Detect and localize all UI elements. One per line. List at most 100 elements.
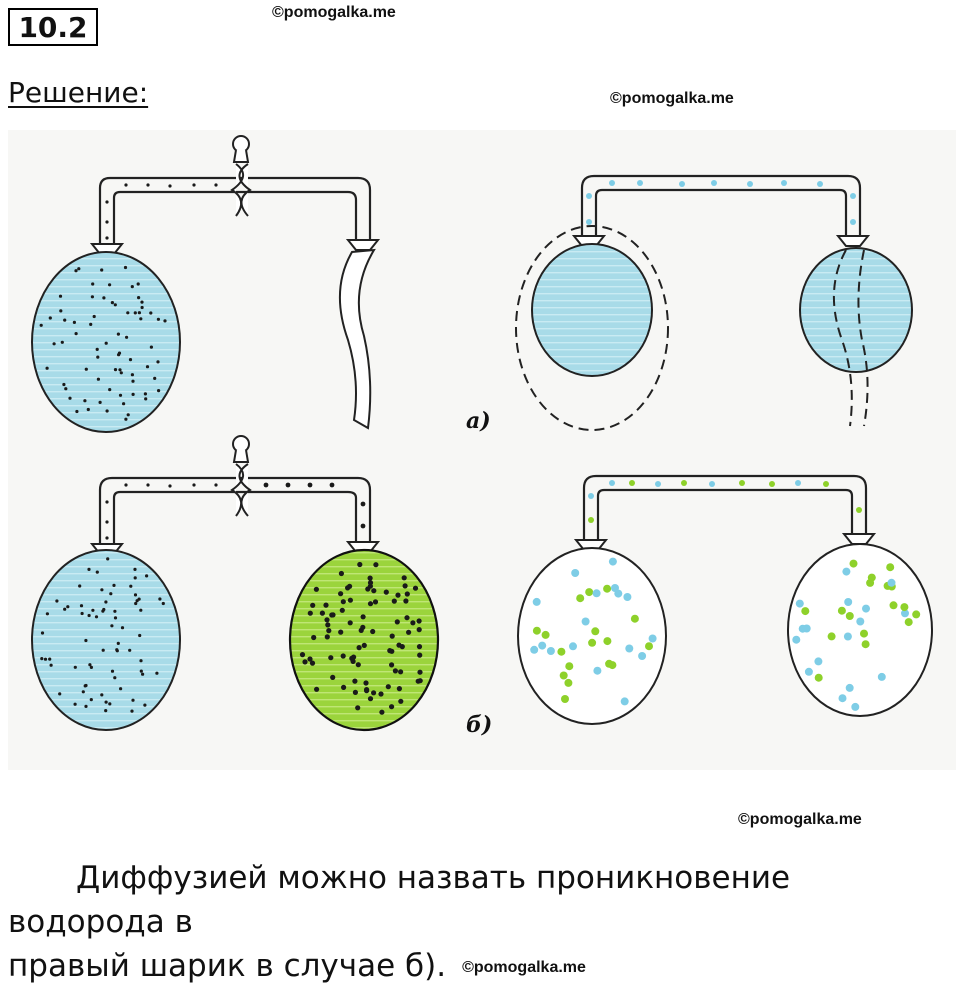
tube-particles xyxy=(588,480,862,523)
particle xyxy=(134,601,138,606)
particle xyxy=(91,282,95,286)
particle xyxy=(889,601,898,610)
particle xyxy=(608,557,617,566)
particle xyxy=(801,607,810,616)
particle xyxy=(58,692,62,696)
particle xyxy=(40,657,44,661)
balloon-air xyxy=(288,548,440,732)
particle xyxy=(385,684,391,690)
particle xyxy=(904,618,913,627)
particle xyxy=(532,597,541,606)
particle xyxy=(45,612,50,616)
particle xyxy=(161,601,165,606)
tube-dots-dark xyxy=(105,482,366,540)
particle xyxy=(145,365,150,369)
particle xyxy=(398,698,404,704)
particle xyxy=(63,318,67,322)
tube-outer xyxy=(580,174,862,238)
particle xyxy=(299,652,306,658)
particle xyxy=(60,340,64,344)
particle xyxy=(842,567,851,576)
particle xyxy=(314,686,320,692)
particle xyxy=(532,626,541,635)
particle xyxy=(795,599,804,608)
balloon-right-inflated xyxy=(799,247,913,373)
particle xyxy=(113,616,118,620)
balloon-hydrogen xyxy=(31,549,181,731)
particle xyxy=(112,583,116,587)
balloon-dots xyxy=(40,557,165,713)
particle xyxy=(367,575,373,581)
particle xyxy=(140,300,144,304)
particle xyxy=(389,662,395,668)
particle xyxy=(364,688,370,694)
diffusion-figure: а) xyxy=(8,130,956,770)
particle xyxy=(576,594,585,603)
particle xyxy=(324,617,330,623)
particle xyxy=(347,583,353,589)
particle xyxy=(140,305,144,310)
particle xyxy=(88,663,92,667)
particle xyxy=(887,578,896,587)
particle xyxy=(52,342,56,346)
particle xyxy=(128,648,132,652)
particle xyxy=(396,686,402,692)
particle xyxy=(84,367,88,371)
particle xyxy=(55,599,59,603)
particle xyxy=(398,669,404,675)
particle xyxy=(40,631,45,635)
particle xyxy=(124,417,128,421)
particle xyxy=(417,669,423,675)
balloon-right-previous-outline xyxy=(833,249,869,427)
balloon-previous-outline xyxy=(515,225,669,431)
particle xyxy=(325,622,331,628)
particle xyxy=(309,660,316,666)
particle xyxy=(130,373,134,377)
particle xyxy=(592,589,601,598)
balloon-empty xyxy=(339,248,376,430)
particle xyxy=(137,597,141,601)
particle xyxy=(80,611,84,616)
particle xyxy=(645,642,653,651)
particle xyxy=(319,610,325,616)
particle xyxy=(860,629,868,638)
particle xyxy=(581,617,590,626)
particle xyxy=(350,658,356,665)
particle xyxy=(330,612,336,618)
watermark-heading-right: ©pomogalka.me xyxy=(610,90,734,107)
particle xyxy=(72,320,76,324)
particle xyxy=(106,557,110,561)
particle xyxy=(338,570,344,577)
particle xyxy=(48,316,52,320)
particle xyxy=(122,402,126,406)
particle xyxy=(109,592,113,596)
particle xyxy=(856,617,865,626)
particle xyxy=(862,604,870,613)
particle xyxy=(340,653,346,659)
particle xyxy=(157,389,161,393)
particle xyxy=(625,644,634,653)
particle xyxy=(66,605,70,609)
particle xyxy=(798,624,807,633)
particle xyxy=(648,634,657,643)
particle xyxy=(302,659,308,665)
particle xyxy=(313,586,319,592)
particle xyxy=(108,388,112,392)
particle xyxy=(827,632,836,641)
particle xyxy=(120,626,125,630)
particle xyxy=(74,332,78,336)
balloon-mixed-right xyxy=(787,543,933,717)
particle xyxy=(73,702,77,706)
particle xyxy=(311,634,317,641)
particle xyxy=(126,413,130,417)
label-b: б) xyxy=(466,712,492,738)
particle xyxy=(139,317,143,321)
panel-a-left xyxy=(31,135,381,433)
particle xyxy=(116,332,120,336)
particle xyxy=(90,295,94,299)
particle xyxy=(92,314,96,319)
tube-outer xyxy=(582,474,868,540)
particle xyxy=(163,319,167,323)
tube-particles-blue xyxy=(586,180,856,225)
particle xyxy=(129,584,133,588)
